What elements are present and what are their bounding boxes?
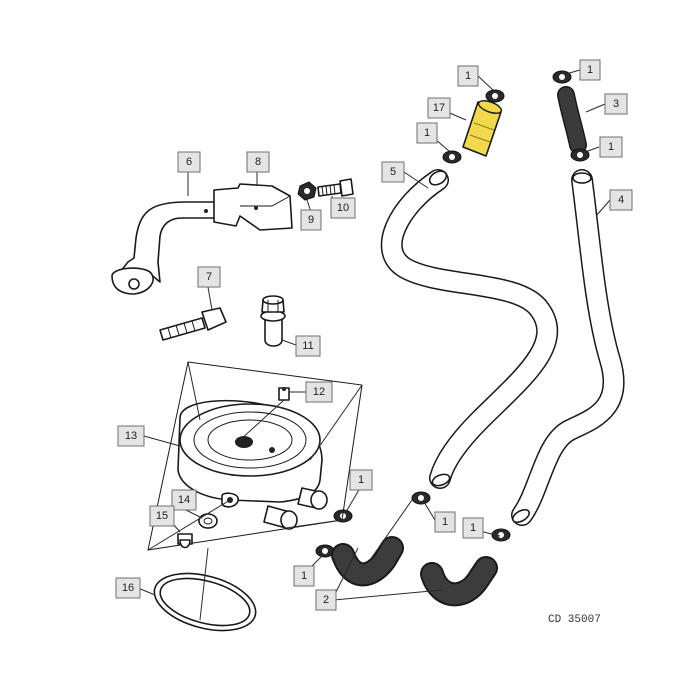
callout-1: 1 (579, 59, 601, 81)
hose-clip[interactable] (442, 150, 462, 164)
callout-15: 15 (149, 505, 175, 527)
callout-16: 16 (115, 577, 141, 599)
bolt-7[interactable] (159, 307, 227, 341)
hose-5[interactable] (380, 169, 559, 489)
svg-text:8: 8 (255, 156, 261, 168)
callout-10: 10 (330, 197, 356, 219)
callout-8: 8 (246, 151, 270, 173)
callout-12: 12 (305, 381, 333, 403)
leader-lines (137, 69, 611, 621)
bracket-8[interactable] (213, 183, 293, 231)
svg-text:1: 1 (465, 70, 471, 82)
svg-text:11: 11 (302, 340, 313, 352)
svg-text:15: 15 (156, 510, 168, 522)
elbow-hose[interactable] (331, 536, 404, 587)
hose-4[interactable] (511, 169, 625, 526)
svg-text:1: 1 (470, 522, 476, 534)
reference-code: CD 35007 (548, 614, 601, 626)
callout-9: 9 (300, 209, 322, 231)
callout-1: 1 (462, 517, 484, 539)
washer-14[interactable] (198, 513, 218, 529)
svg-text:17: 17 (433, 102, 445, 114)
bolt-12[interactable] (278, 387, 290, 401)
bolt-10[interactable] (317, 178, 354, 197)
hose-4-end-bottom (512, 508, 530, 524)
svg-text:3: 3 (613, 98, 619, 110)
hose-clip[interactable] (315, 544, 335, 558)
svg-text:4: 4 (618, 194, 624, 206)
svg-text:1: 1 (301, 570, 307, 582)
hose-clip[interactable] (491, 528, 511, 542)
callout-1: 1 (293, 565, 315, 587)
callout-1: 1 (349, 469, 373, 491)
callout-1: 1 (416, 122, 438, 144)
callout-2: 2 (315, 589, 337, 611)
svg-text:10: 10 (337, 202, 349, 214)
svg-text:16: 16 (122, 582, 134, 594)
callout-1: 1 (599, 136, 623, 158)
hose-clip[interactable] (411, 491, 431, 505)
callout-1: 1 (457, 65, 479, 87)
callout-4: 4 (609, 189, 633, 211)
svg-text:12: 12 (313, 386, 325, 398)
svg-text:1: 1 (424, 127, 430, 139)
svg-text:1: 1 (587, 64, 593, 76)
nut-9[interactable] (297, 181, 317, 201)
callout-17: 17 (427, 97, 451, 119)
hose-4-end-top (572, 172, 592, 184)
callout-7: 7 (197, 266, 221, 288)
o-ring-16[interactable] (148, 563, 262, 640)
callout-5: 5 (381, 161, 405, 183)
svg-text:2: 2 (323, 594, 329, 606)
hose-clip[interactable] (485, 89, 505, 103)
callout-3: 3 (604, 93, 628, 115)
svg-text:1: 1 (442, 516, 448, 528)
oil-cooler-13[interactable] (177, 399, 328, 530)
plug-15[interactable] (177, 533, 193, 549)
callout-11: 11 (295, 335, 321, 357)
svg-text:7: 7 (206, 271, 212, 283)
svg-text:1: 1 (358, 474, 364, 486)
svg-text:14: 14 (178, 494, 190, 506)
hose-clip[interactable] (552, 70, 572, 84)
hose-5-end-top (428, 170, 448, 186)
callout-1: 1 (434, 511, 456, 533)
elbow-hose[interactable] (420, 556, 498, 607)
hose-3[interactable] (557, 86, 587, 154)
callout-6: 6 (177, 151, 201, 173)
hose-5-end-bottom (431, 473, 451, 487)
svg-text:13: 13 (125, 430, 137, 442)
sleeve-17[interactable] (462, 98, 503, 157)
union-11[interactable] (260, 295, 286, 347)
svg-text:5: 5 (390, 166, 396, 178)
svg-text:6: 6 (186, 156, 192, 168)
hose-clip[interactable] (570, 148, 590, 162)
svg-text:9: 9 (308, 214, 314, 226)
svg-text:1: 1 (608, 141, 614, 153)
callout-14: 14 (171, 489, 197, 511)
callout-13: 13 (117, 425, 145, 447)
